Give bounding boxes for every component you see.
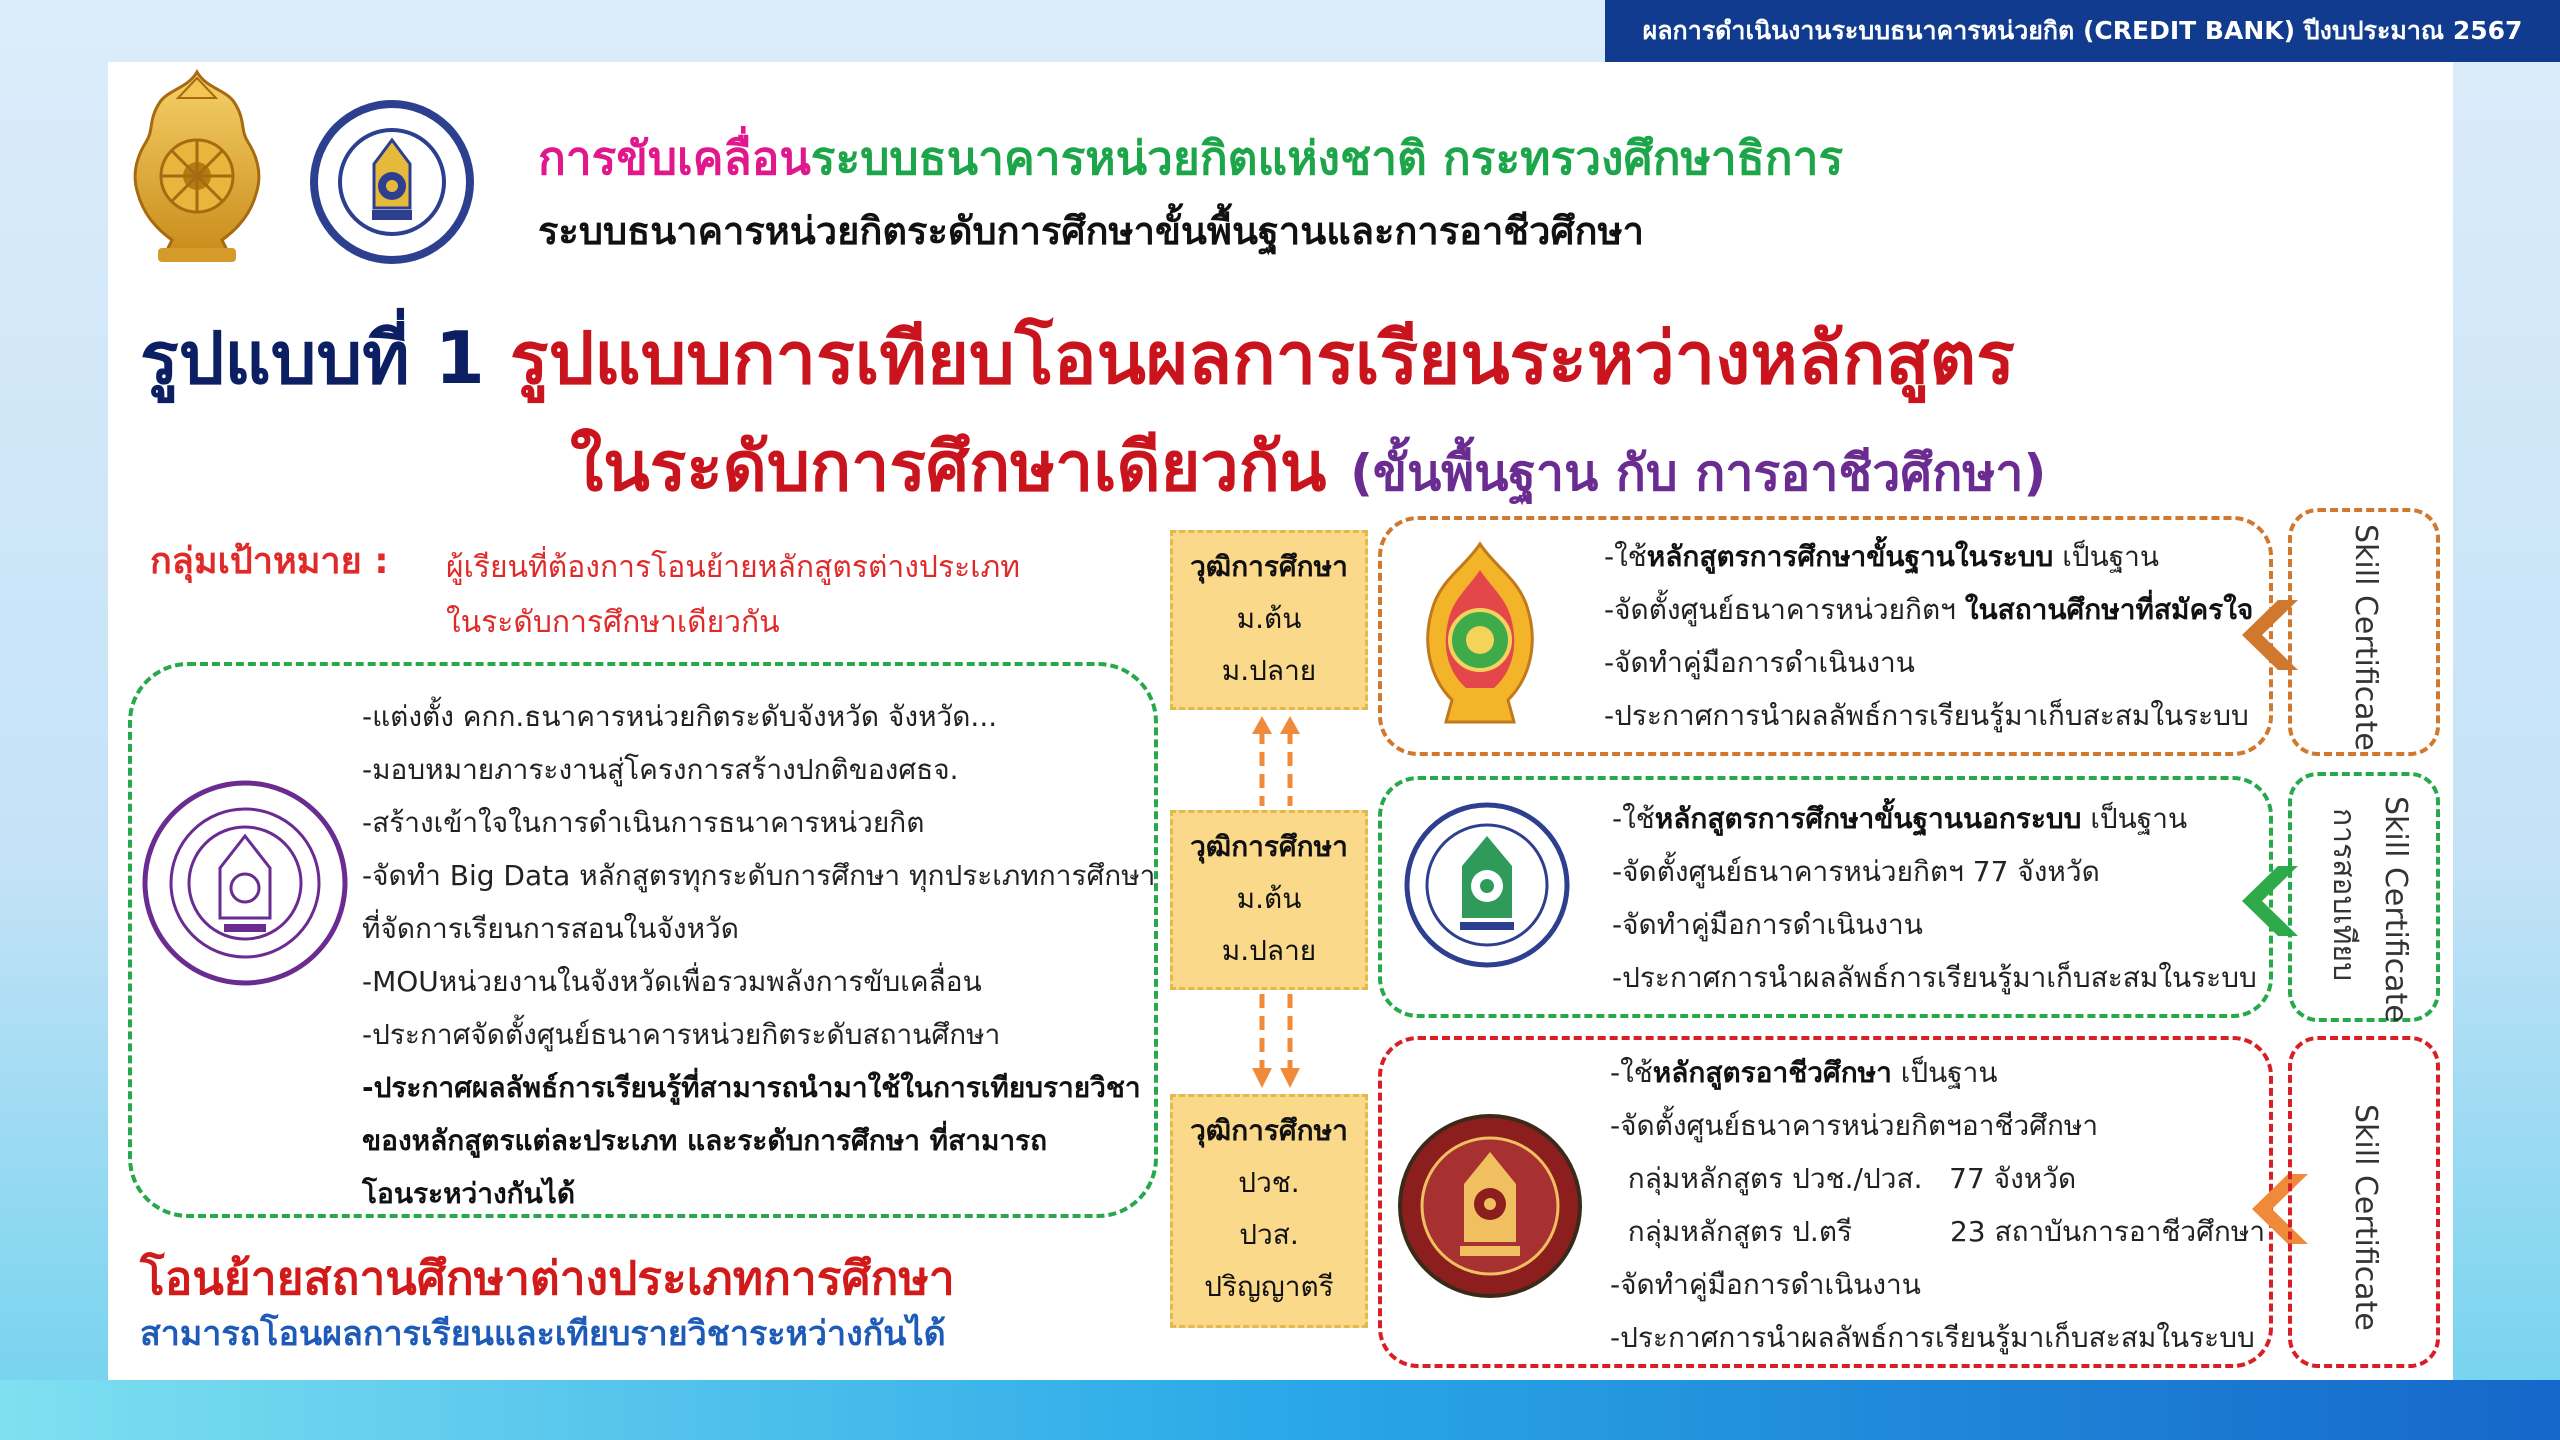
vocational-item-1: -ใช้หลักสูตรอาชีวศึกษา เป็นฐาน <box>1610 1046 2265 1099</box>
level-title: วุฒิการศึกษา <box>1190 830 1348 863</box>
level-box-vocational: วุฒิการศึกษา ปวช. ปวส. ปริญญาตรี <box>1170 1094 1368 1328</box>
left-list-item: ของหลักสูตรแต่ละประเภท และระดับการศึกษา … <box>362 1124 1048 1157</box>
level-item: ม.ปลาย <box>1221 654 1317 687</box>
nfe-seal-icon <box>1404 802 1570 968</box>
obec-emblem-icon <box>1426 541 1534 724</box>
left-list-item: -มอบหมายภาระงานสู่โครงการสร้างปกติของศธจ… <box>362 753 959 786</box>
skill-certificate-box-2 <box>2288 772 2440 1022</box>
vocational-item-5: -จัดทำคู่มือการดำเนินงาน <box>1610 1268 1921 1301</box>
nonformal-item-1-pre: -ใช้ <box>1612 802 1655 835</box>
formal-item-4: -ประกาศการนำผลลัพธ์การเรียนรู้มาเก็บสะสม… <box>1604 699 2249 732</box>
formal-education-list: -ใช้หลักสูตรการศึกษาขั้นฐานในระบบ เป็นฐา… <box>1604 530 2253 742</box>
level-box-basic: วุฒิการศึกษา ม.ต้น ม.ปลาย <box>1170 530 1368 710</box>
vocational-item-1-post: เป็นฐาน <box>1891 1056 1998 1089</box>
target-group-desc: ผู้เรียนที่ต้องการโอนย้ายหลักสูตรต่างประ… <box>446 540 1020 650</box>
formal-item-1-post: เป็นฐาน <box>2053 540 2160 573</box>
transfer-arrows-upper-icon <box>1252 716 1300 806</box>
level-item: ปวส. <box>1239 1218 1299 1251</box>
vocational-item-1-pre: -ใช้ <box>1610 1056 1653 1089</box>
target-group-label: กลุ่มเป้าหมาย : <box>150 541 389 582</box>
left-action-list: -แต่งตั้ง คกก.ธนาคารหน่วยกิตระดับจังหวัด… <box>362 690 1155 1220</box>
left-green-box <box>128 662 1158 1218</box>
header-line2: ระบบธนาคารหน่วยกิตระดับการศึกษาขั้นพื้นฐ… <box>538 209 1644 253</box>
chevron-left-orange2-icon <box>2252 1174 2308 1244</box>
nonformal-item-2: -จัดตั้งศูนย์ธนาคารหน่วยกิตฯ 77 จังหวัด <box>1612 855 2100 888</box>
transfer-arrows-lower-icon <box>1252 994 1300 1088</box>
level-box-nonformal: วุฒิการศึกษา ม.ต้น ม.ปลาย <box>1170 810 1368 990</box>
left-list-item: -จัดทำ Big Data หลักสูตรทุกระดับการศึกษา… <box>362 859 1156 892</box>
header-line1-pink: การขับเคลื่อน <box>538 131 811 185</box>
formal-item-1-bold: หลักสูตรการศึกษาขั้นฐานในระบบ <box>1646 540 2054 573</box>
vocational-item-3: กลุ่มหลักสูตร ปวช./ปวส. 77 จังหวัด <box>1610 1162 2077 1195</box>
left-list-item: ที่จัดการเรียนการสอนในจังหวัด <box>362 912 739 945</box>
permanent-secretary-seal-icon <box>142 780 348 986</box>
level-item: ม.ต้น <box>1236 602 1302 635</box>
level-title: วุฒิการศึกษา <box>1190 1114 1348 1147</box>
footer-line1: โอนย้ายสถานศึกษาต่างประเภทการศึกษา <box>140 1251 955 1305</box>
nonformal-item-1-bold: หลักสูตรการศึกษาขั้นฐานนอกระบบ <box>1654 802 2082 835</box>
skill-certificate-box-3 <box>2288 1036 2440 1368</box>
left-list-item: -ประกาศผลลัพธ์การเรียนรู้ที่สามารถนำมาใช… <box>362 1071 1141 1104</box>
title-line2-sub: (ขั้นพื้นฐาน กับ การอาชีวศึกษา) <box>1350 444 2047 502</box>
nonformal-education-list: -ใช้หลักสูตรการศึกษาขั้นฐานนอกระบบ เป็นฐ… <box>1612 792 2257 1004</box>
level-item: ม.ต้น <box>1236 882 1302 915</box>
chevron-left-orange-icon <box>2242 600 2298 670</box>
nonformal-item-1: -ใช้หลักสูตรการศึกษาขั้นฐานนอกระบบ เป็นฐ… <box>1612 792 2257 845</box>
level-item: ปริญญาตรี <box>1204 1270 1334 1303</box>
vocational-item-2: -จัดตั้งศูนย์ธนาคารหน่วยกิตฯอาชีวศึกษา <box>1610 1109 2099 1142</box>
left-list-item: -สร้างเข้าใจในการดำเนินการธนาคารหน่วยกิต <box>362 806 925 839</box>
left-list-item: -แต่งตั้ง คกก.ธนาคารหน่วยกิตระดับจังหวัด… <box>362 700 998 733</box>
bottom-decor-band <box>0 1380 2560 1440</box>
vocational-education-list: -ใช้หลักสูตรอาชีวศึกษา เป็นฐาน -จัดตั้งศ… <box>1610 1046 2265 1364</box>
top-banner-text: ผลการดำเนินงานระบบธนาคารหน่วยกิต (CREDIT… <box>1642 16 2523 45</box>
model-number: รูปแบบที่ 1 <box>140 316 485 400</box>
top-banner: ผลการดำเนินงานระบบธนาคารหน่วยกิต (CREDIT… <box>1605 0 2560 62</box>
vocational-item-4: กลุ่มหลักสูตร ป.ตรี 23 สถาบันการอาชีวศึก… <box>1610 1215 2266 1248</box>
nonformal-item-1-post: เป็นฐาน <box>2081 802 2188 835</box>
nonformal-education-box <box>1378 776 2273 1018</box>
formal-item-3: -จัดทำคู่มือการดำเนินงาน <box>1604 646 1915 679</box>
level-item: ม.ปลาย <box>1221 934 1317 967</box>
page-title-line2: ในระดับการศึกษาเดียวกัน (ขั้นพื้นฐาน กับ… <box>570 412 2046 520</box>
left-list-item: -ประกาศจัดตั้งศูนย์ธนาคารหน่วยกิตระดับสถ… <box>362 1018 1001 1051</box>
skill-certificate-label-2: Skill Certificate <box>2378 796 2413 1023</box>
skill-certificate-label-3: Skill Certificate <box>2348 1104 2383 1331</box>
nonformal-item-4: -ประกาศการนำผลลัพธ์การเรียนรู้มาเก็บสะสม… <box>1612 961 2257 994</box>
formal-item-1-pre: -ใช้ <box>1604 540 1647 573</box>
footer-line2: สามารถโอนผลการเรียนและเทียบรายวิชาระหว่า… <box>140 1314 946 1354</box>
formal-item-2-pre: -จัดตั้งศูนย์ธนาคารหน่วยกิตฯ <box>1604 593 1965 626</box>
level-title: วุฒิการศึกษา <box>1190 550 1348 583</box>
skill-certificate-label-1: Skill Certificate <box>2348 524 2383 751</box>
page-title-line1: รูปแบบที่ 1 รูปแบบการเทียบโอนผลการเรียนร… <box>140 300 2015 415</box>
level-item: ปวช. <box>1238 1166 1300 1199</box>
nonformal-item-3: -จัดทำคู่มือการดำเนินงาน <box>1612 908 1923 941</box>
left-list-item: -MOUหน่วยงานในจังหวัดเพื่อรวมพลังการขับเ… <box>362 965 982 998</box>
model-name: รูปแบบการเทียบโอนผลการเรียนระหว่างหลักสู… <box>509 316 2015 400</box>
education-council-seal-icon <box>310 100 474 264</box>
target-desc-line2: ในระดับการศึกษาเดียวกัน <box>446 605 780 640</box>
equivalency-test-label: การสอบเทียบ <box>2326 808 2361 982</box>
chevron-left-green-icon <box>2242 866 2298 936</box>
vocational-item-1-bold: หลักสูตรอาชีวศึกษา <box>1652 1056 1892 1089</box>
vocational-item-6: -ประกาศการนำผลลัพธ์การเรียนรู้มาเก็บสะสม… <box>1610 1321 2255 1354</box>
formal-education-box <box>1378 516 2273 756</box>
skill-certificate-box-1 <box>2288 508 2440 756</box>
title-line2-main: ในระดับการศึกษาเดียวกัน <box>570 428 1327 507</box>
formal-item-2: -จัดตั้งศูนย์ธนาคารหน่วยกิตฯ ในสถานศึกษา… <box>1604 583 2253 636</box>
target-desc-line1: ผู้เรียนที่ต้องการโอนย้ายหลักสูตรต่างประ… <box>446 550 1020 585</box>
ministry-emblem-icon <box>133 68 261 262</box>
left-list-item: โอนระหว่างกันได้ <box>362 1177 576 1210</box>
header-line1-green: ระบบธนาคารหน่วยกิตแห่งชาติ กระทรวงศึกษาธ… <box>810 131 1844 185</box>
vec-seal-icon <box>1398 1114 1582 1298</box>
header-line1: การขับเคลื่อนระบบธนาคารหน่วยกิตแห่งชาติ … <box>538 122 1843 195</box>
formal-item-2-bold: ในสถานศึกษาที่สมัครใจ <box>1964 593 2254 626</box>
formal-item-1: -ใช้หลักสูตรการศึกษาขั้นฐานในระบบ เป็นฐา… <box>1604 530 2253 583</box>
